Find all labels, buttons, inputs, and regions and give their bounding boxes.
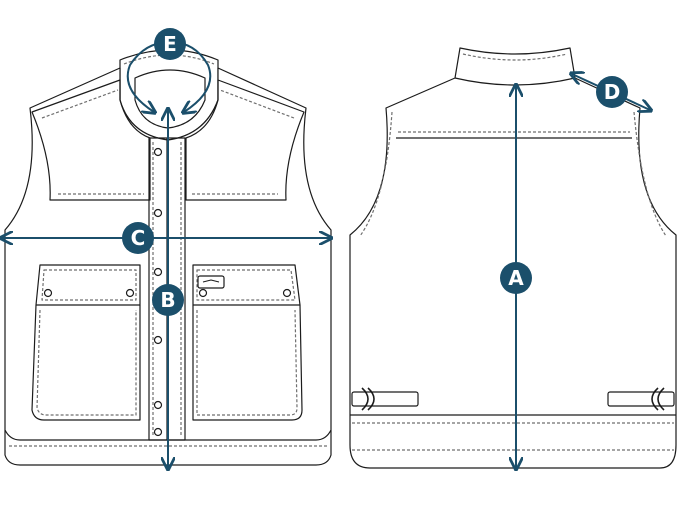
front-yoke-left — [31, 79, 151, 201]
front-right-pocket — [192, 304, 303, 421]
logo-tab — [197, 275, 225, 289]
front-yoke-right — [185, 79, 305, 201]
front-collar-inner — [134, 69, 206, 129]
badge-b: B — [152, 284, 184, 316]
badge-e: E — [154, 28, 186, 60]
back-armhole-stitch — [359, 111, 667, 237]
left-side-buckle — [361, 387, 375, 411]
logo-mark — [202, 279, 220, 283]
front-yoke-stitch-left — [41, 89, 144, 195]
pocket-snap — [282, 288, 292, 298]
front-placket-stitch — [152, 142, 182, 436]
right-side-buckle — [651, 387, 665, 411]
front-right-pocket-stitch — [196, 309, 298, 416]
back-body-outline — [349, 47, 677, 469]
badge-b-label: B — [160, 288, 175, 312]
front-left-pocket-flap — [35, 264, 141, 306]
front-right-pocket-flap — [192, 264, 301, 306]
badge-d-label: D — [604, 80, 621, 104]
badge-d: D — [596, 76, 628, 108]
front-left-pocket — [31, 304, 141, 421]
left-side-adjuster-tab — [351, 391, 419, 407]
badge-a-label: A — [508, 266, 524, 290]
badge-a: A — [500, 262, 532, 294]
front-yoke-stitch-right — [192, 89, 295, 195]
front-left-pocket-flap-stitch — [41, 269, 137, 301]
right-side-adjuster-tab — [607, 391, 675, 407]
pocket-snap — [198, 288, 208, 298]
badge-c: C — [122, 222, 154, 254]
back-view-vest — [349, 47, 677, 469]
badge-c-label: C — [131, 226, 146, 250]
pocket-snap — [43, 288, 53, 298]
badge-e-label: E — [163, 32, 177, 56]
front-right-pocket-flap-stitch — [196, 269, 296, 301]
pocket-snap — [125, 288, 135, 298]
back-collar-stitch — [462, 53, 568, 61]
front-left-pocket-stitch — [36, 309, 137, 416]
